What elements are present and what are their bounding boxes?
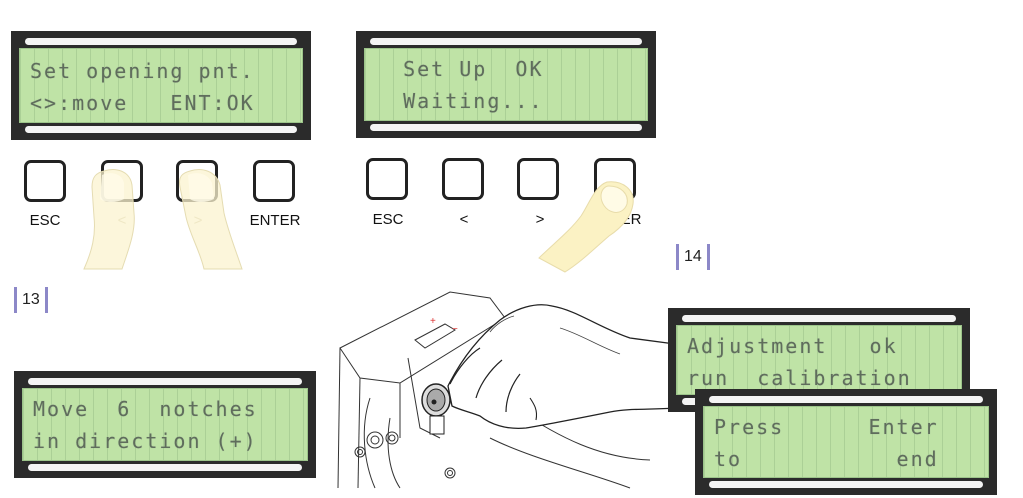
adjust-knob-icon (421, 383, 451, 435)
esc-button[interactable] (24, 160, 66, 202)
plus-mark: + (430, 316, 436, 327)
lcd-line-1: Move 6 notches (33, 397, 258, 421)
lcd-screen: Adjustment ok run calibration (676, 325, 962, 395)
lcd-line-1: Set Up OK (375, 57, 544, 81)
lcd-line-1: Adjustment ok (687, 334, 898, 358)
display-rail (370, 38, 642, 45)
lcd-line-2: in direction (+) (33, 429, 258, 453)
left-button[interactable] (442, 158, 484, 200)
minus-mark: − (452, 324, 458, 335)
display-rail (28, 464, 302, 471)
finger-press-right-icon (179, 169, 243, 270)
thumb-press-enter-icon (538, 181, 634, 273)
right-label: > (535, 211, 545, 228)
esc-label: ESC (372, 211, 404, 228)
hand-adjusting-knob-illustration: + − (337, 291, 675, 489)
lcd-display-press-enter: Press Enter to end (695, 389, 997, 495)
enter-label: ENTER (249, 212, 301, 229)
lcd-line-2: to end (714, 447, 939, 471)
esc-button[interactable] (366, 158, 408, 200)
display-rail (28, 378, 302, 385)
figure-label-13: 13 (14, 287, 48, 313)
figure-label-14: 14 (676, 244, 710, 270)
lcd-screen: Set opening pnt. <>:move ENT:OK (19, 48, 303, 123)
lcd-screen: Move 6 notches in direction (+) (22, 388, 308, 461)
finger-press-left-icon (83, 169, 135, 270)
lcd-screen: Set Up OK Waiting... (364, 48, 648, 121)
display-rail (709, 481, 983, 488)
display-rail (25, 38, 297, 45)
lcd-display-set-opening: Set opening pnt. <>:move ENT:OK (11, 31, 311, 140)
lcd-line-2: Waiting... (375, 89, 544, 113)
lcd-display-setup-ok: Set Up OK Waiting... (356, 31, 656, 138)
left-label: < (459, 211, 469, 228)
display-rail (25, 126, 297, 133)
enter-button[interactable] (253, 160, 295, 202)
display-rail (709, 396, 983, 403)
lcd-display-move-notches: Move 6 notches in direction (+) (14, 371, 316, 478)
esc-label: ESC (29, 212, 61, 229)
lcd-screen: Press Enter to end (703, 406, 989, 478)
lcd-line-1: Set opening pnt. (30, 59, 255, 83)
right-button[interactable] (517, 158, 559, 200)
lcd-line-2: run calibration (687, 366, 912, 390)
display-rail (370, 124, 642, 131)
lcd-line-1: Press Enter (714, 415, 939, 439)
lcd-line-2: <>:move ENT:OK (30, 91, 255, 115)
display-rail (682, 315, 956, 322)
